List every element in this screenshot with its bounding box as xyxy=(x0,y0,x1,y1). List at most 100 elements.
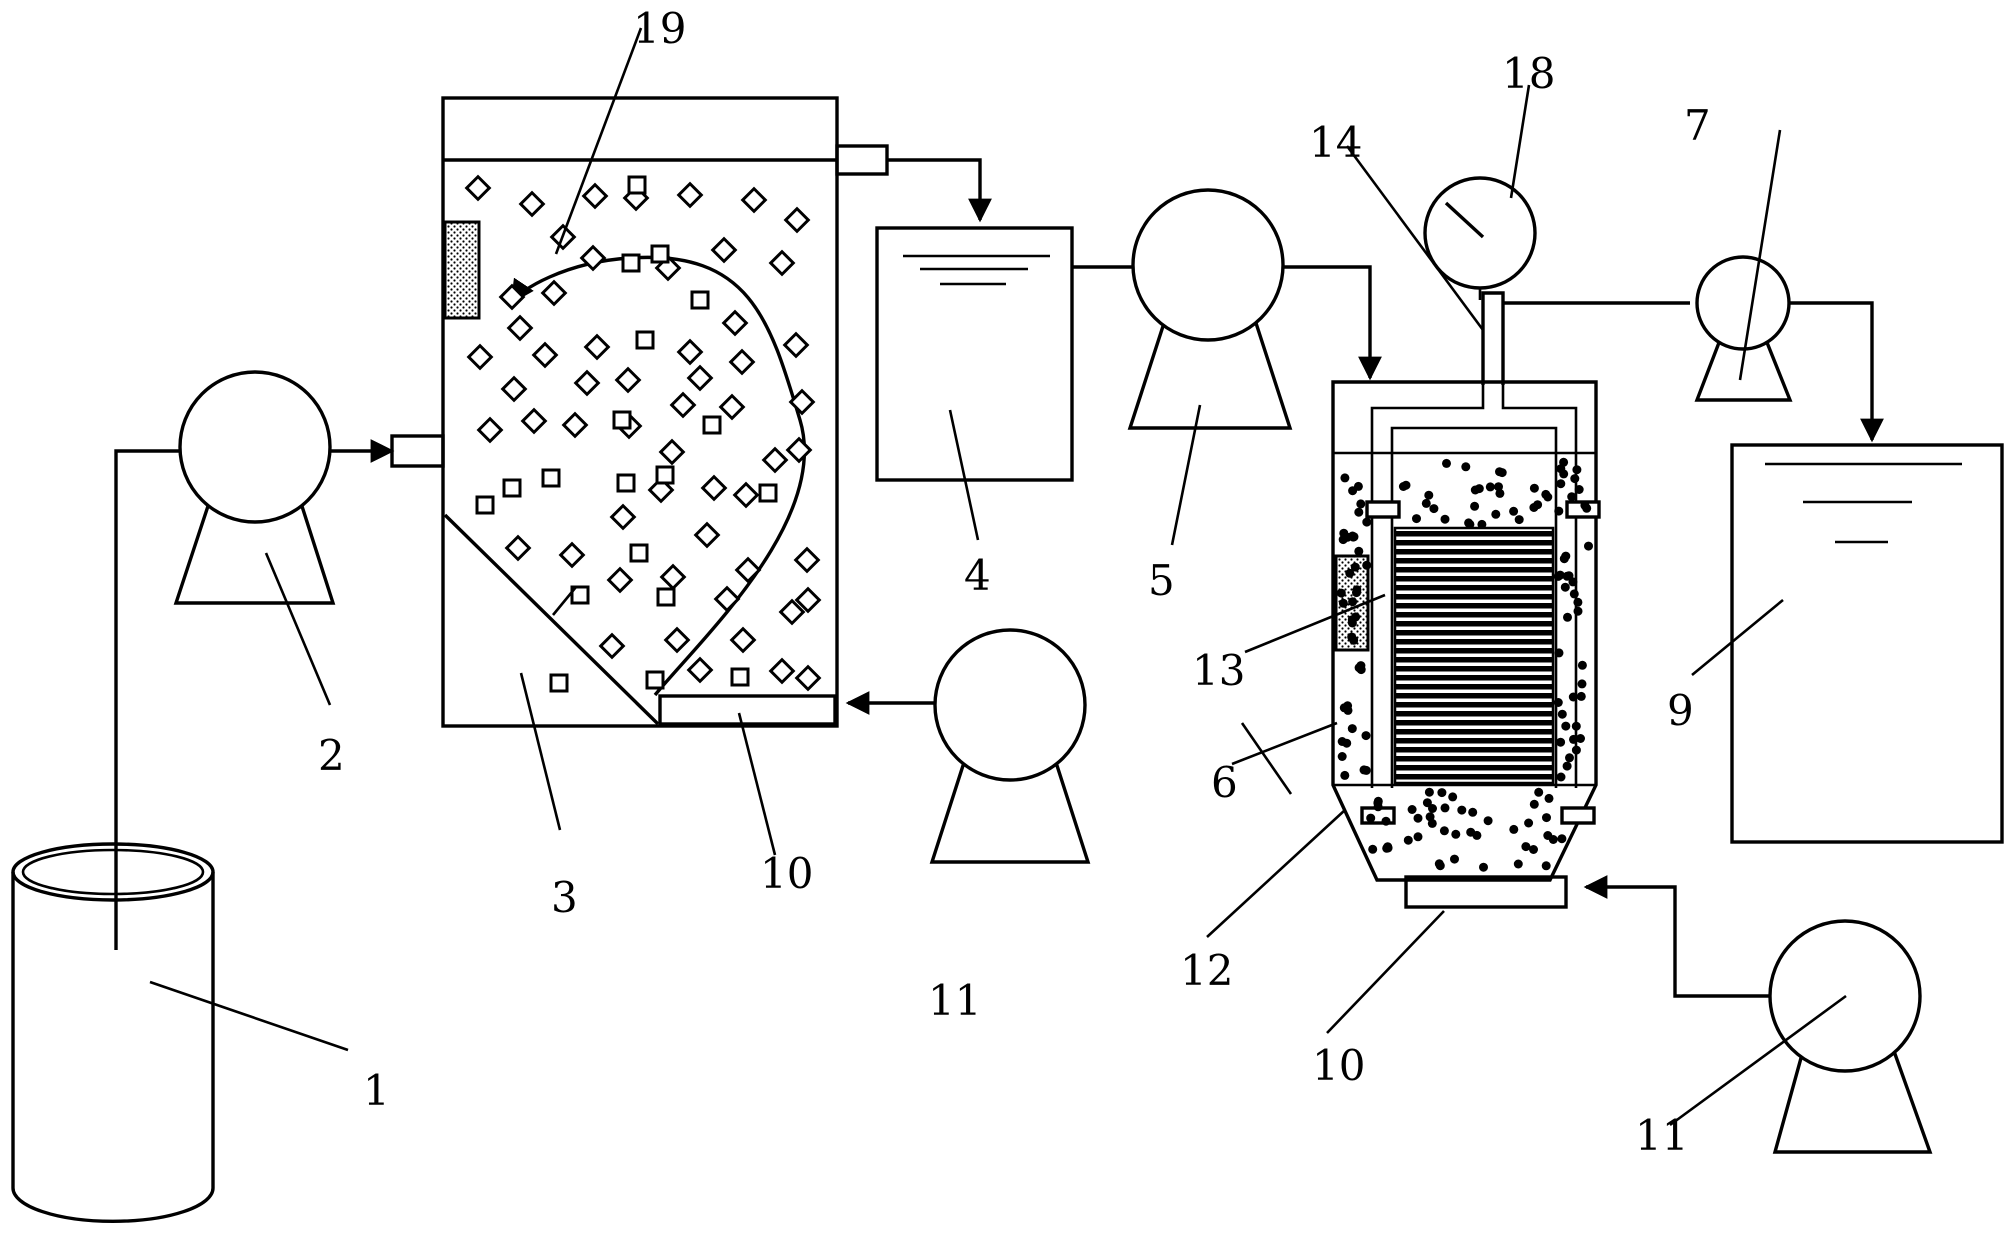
label-3: 3 xyxy=(551,873,578,922)
sludge-particle xyxy=(1359,765,1369,775)
sludge-particle xyxy=(1383,842,1393,852)
sludge-particle xyxy=(1461,462,1471,472)
sludge-particle xyxy=(1356,661,1366,671)
carrier-diamond xyxy=(785,436,813,464)
carrier-diamond xyxy=(498,283,526,311)
carrier-diamond xyxy=(573,369,601,397)
label-10-right: 10 xyxy=(1312,1041,1365,1090)
carrier-diamond xyxy=(676,338,704,366)
sludge-particle xyxy=(1412,514,1421,524)
sludge-particle xyxy=(1548,835,1558,844)
sludge-particle xyxy=(1534,787,1544,797)
sludge-particle xyxy=(1491,509,1501,519)
sludge-particle xyxy=(1440,803,1450,813)
sludge-particle xyxy=(1424,490,1434,500)
label-7: 7 xyxy=(1684,101,1711,150)
sludge-particle xyxy=(1577,660,1587,670)
probe-sensor xyxy=(443,220,481,320)
carrier-diamond xyxy=(734,556,762,584)
sludge-particle xyxy=(1347,615,1357,625)
sludge-particle xyxy=(1354,507,1364,517)
sludge-particle xyxy=(1448,792,1458,802)
label-4: 4 xyxy=(964,551,991,600)
carrier-diamond xyxy=(700,474,728,502)
carrier-diamond xyxy=(713,585,741,613)
sludge-particle xyxy=(1560,582,1570,592)
sludge-particle xyxy=(1398,482,1408,491)
carrier-square xyxy=(650,244,670,264)
label-18: 18 xyxy=(1502,49,1555,98)
sludge-particle xyxy=(1572,465,1582,475)
carrier-square xyxy=(655,465,675,485)
carrier-square xyxy=(635,330,655,350)
sludge-particle xyxy=(1347,632,1357,642)
sludge-particle xyxy=(1580,501,1590,510)
sludge-particle xyxy=(1509,506,1519,516)
carrier-square xyxy=(502,478,522,498)
carrier-square xyxy=(629,543,649,563)
sludge-particle xyxy=(1563,612,1572,622)
sludge-particle xyxy=(1544,793,1554,803)
sludge-particle xyxy=(1403,835,1413,845)
carrier-diamond xyxy=(718,393,746,421)
reactor-outlet-pipe xyxy=(887,158,992,223)
sludge-particle xyxy=(1494,482,1503,492)
sludge-particle xyxy=(1366,813,1376,823)
air-blower-right xyxy=(1768,919,1933,1154)
carrier-diamond xyxy=(782,331,810,359)
sludge-particle xyxy=(1439,826,1449,836)
sludge-particle xyxy=(1556,737,1566,747)
sludge-particle xyxy=(1576,734,1585,743)
carrier-square xyxy=(656,587,676,607)
sludge-particle xyxy=(1497,468,1507,478)
sludge-particle xyxy=(1509,824,1519,834)
sludge-particle xyxy=(1413,832,1423,842)
sludge-particle xyxy=(1340,473,1350,483)
transfer-pump xyxy=(1127,188,1293,430)
sludge-particle xyxy=(1556,479,1566,489)
sludge-particle xyxy=(1561,721,1571,731)
carrier-diamond xyxy=(729,626,757,654)
carrier-diamond xyxy=(783,206,811,234)
sludge-particle xyxy=(1338,598,1348,608)
pressure-gauge xyxy=(1423,176,1537,300)
carrier-diamond xyxy=(609,503,637,531)
carrier-square xyxy=(645,670,665,690)
sludge-particle xyxy=(1381,816,1391,826)
carrier-square xyxy=(549,673,569,693)
carrier-diamond xyxy=(676,181,704,209)
sludge-particle xyxy=(1422,798,1432,808)
carrier-diamond xyxy=(504,534,532,562)
label-1: 1 xyxy=(363,1066,390,1115)
sludge-particle xyxy=(1554,506,1564,516)
carrier-diamond xyxy=(561,411,589,439)
carrier-diamond xyxy=(520,407,548,435)
carrier-diamond xyxy=(728,348,756,376)
sludge-particle xyxy=(1521,842,1531,852)
carrier-diamond xyxy=(518,190,546,218)
membrane-bioreactor xyxy=(1331,380,1601,909)
pipe-5-to-mbr xyxy=(1283,265,1382,381)
carrier-diamond xyxy=(793,546,821,574)
carrier-diamond xyxy=(788,388,816,416)
effluent-tank xyxy=(1730,443,2004,844)
label-10-left: 10 xyxy=(760,849,813,898)
sludge-particle xyxy=(1362,517,1372,527)
sludge-particle xyxy=(1541,861,1551,871)
label-5: 5 xyxy=(1148,556,1175,605)
carrier-diamond xyxy=(768,657,796,685)
sludge-particle xyxy=(1559,554,1569,564)
air-blower-left xyxy=(929,628,1091,864)
carrier-diamond xyxy=(686,656,714,684)
sludge-particle xyxy=(1451,829,1461,839)
sludge-particle xyxy=(1356,499,1366,509)
sludge-particle xyxy=(1368,844,1378,854)
carrier-square xyxy=(475,495,495,515)
sludge-particle xyxy=(1529,483,1539,493)
carrier-diamond xyxy=(558,541,586,569)
sludge-particles xyxy=(1336,457,1593,872)
label-6: 6 xyxy=(1211,758,1238,807)
sludge-particle xyxy=(1571,745,1581,755)
sludge-particle xyxy=(1573,606,1583,616)
labels: 1 2 3 10 11 4 5 19 18 14 7 9 13 6 12 10 … xyxy=(318,4,1711,1160)
